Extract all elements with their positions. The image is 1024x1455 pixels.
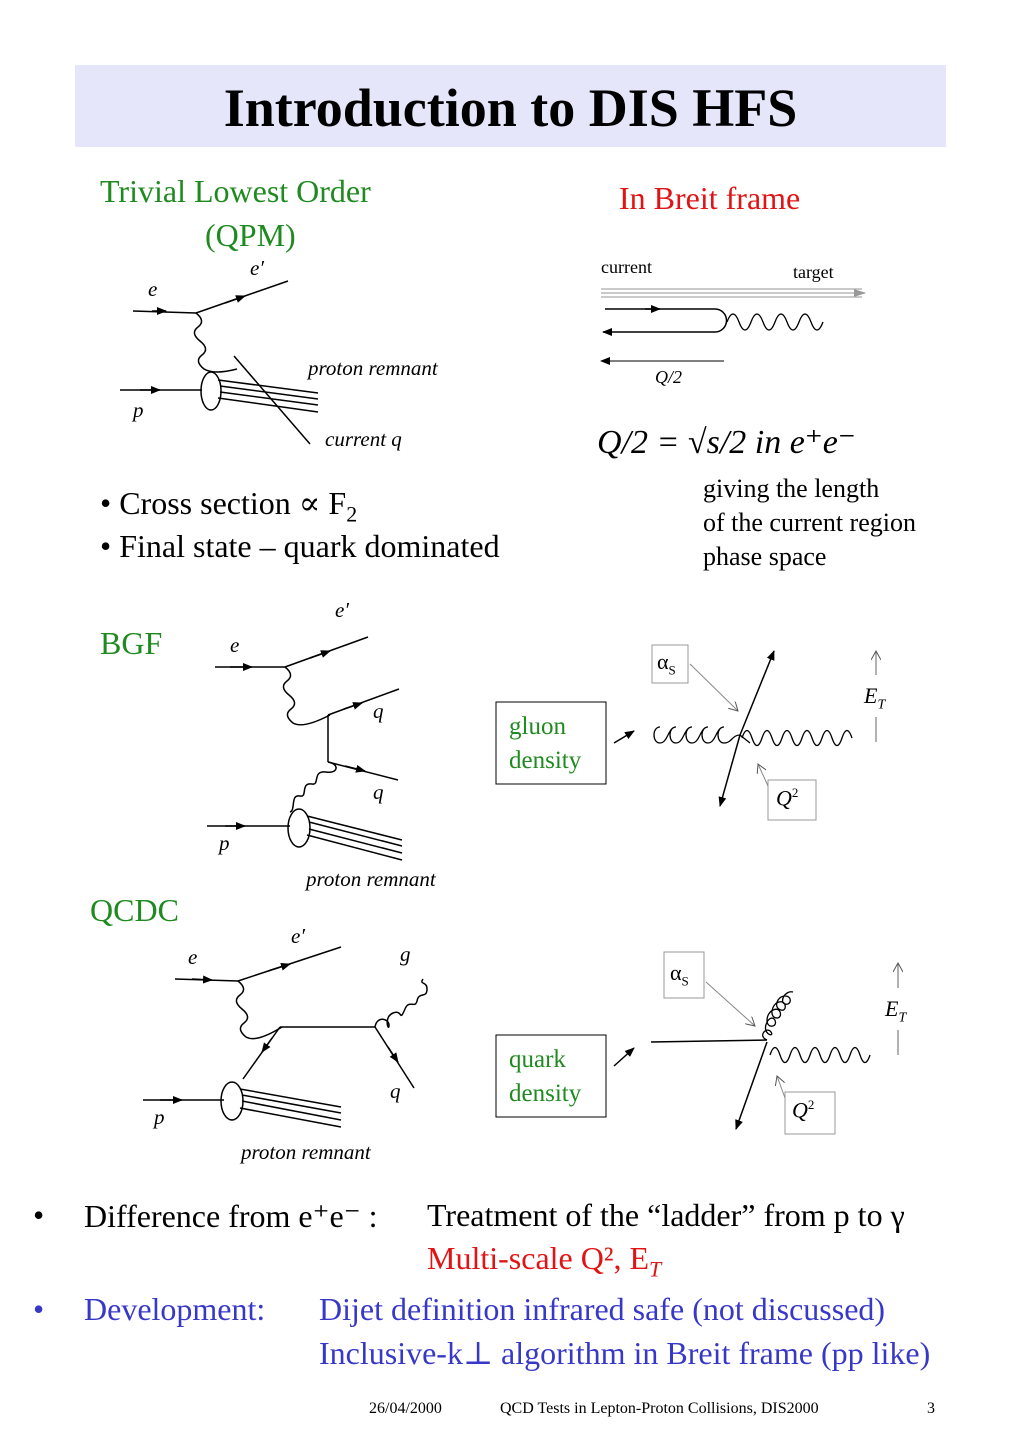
qcdc-heading: QCDC xyxy=(90,892,179,928)
bottom-row2-label: Development: xyxy=(84,1291,266,1327)
gluon-density-box xyxy=(495,701,607,785)
bgf-photon xyxy=(282,666,331,726)
qcdc-outgoing-photon xyxy=(769,1046,871,1064)
qcdc-alpha-s: αS xyxy=(670,960,689,989)
bottom-row1b-text: Multi-scale Q², E xyxy=(427,1240,649,1276)
bgf-et-sub: T xyxy=(877,697,886,713)
qcdc-et: ET xyxy=(885,996,906,1026)
breit-desc-line1: giving the length xyxy=(703,474,880,503)
qpm-label-e: e xyxy=(148,277,158,301)
breit-heading: In Breit frame xyxy=(619,180,801,216)
qcdc-alpha-symbol: α xyxy=(670,960,682,985)
breit-q-half-label: Q/2 xyxy=(655,367,682,387)
bottom-row2b-text: Inclusive-k⊥ algorithm in Breit frame (p… xyxy=(319,1335,931,1371)
bgf-alpha-symbol: α xyxy=(657,649,669,674)
bgf-label-q2: q xyxy=(373,780,384,804)
qpm-current-quark xyxy=(233,355,311,445)
bgf-label-q1: q xyxy=(373,699,384,723)
bgf-q2-symbol: Q xyxy=(776,785,792,811)
breit-current-label: current xyxy=(601,257,652,277)
qcdc-label-q: q xyxy=(390,1079,401,1103)
qcdc-et-symbol: E xyxy=(885,996,899,1021)
bgf-et-symbol: E xyxy=(864,683,878,708)
qpm-bullet-1-sub: 2 xyxy=(346,501,358,527)
qcdc-label-e-prime: e′ xyxy=(291,924,305,948)
bottom-bullet-1-marker: • xyxy=(33,1197,45,1233)
qpm-heading-line1: Trivial Lowest Order xyxy=(100,173,371,209)
breit-diagram xyxy=(600,288,866,365)
footer-page-number: 3 xyxy=(927,1400,935,1417)
bottom-row1b-sub: T xyxy=(648,1256,662,1282)
qcdc-label-g: g xyxy=(400,942,411,966)
bottom-row1-label: Difference from e⁺e⁻ : xyxy=(84,1198,378,1234)
quark-density-line2: density xyxy=(509,1080,582,1107)
qcdc-incoming-quark xyxy=(650,1039,768,1043)
bgf-q2: Q2 xyxy=(776,785,798,811)
qpm-label-e-prime: e′ xyxy=(250,256,264,280)
qpm-bullet-2-text: Final state – quark dominated xyxy=(119,528,500,564)
breit-desc-line2: of the current region xyxy=(703,508,916,537)
breit-photon xyxy=(726,313,824,331)
title-background xyxy=(75,65,946,147)
bgf-outgoing-photon xyxy=(741,729,853,747)
qpm-heading-line2: (QPM) xyxy=(205,217,296,253)
page-title: Introduction to DIS HFS xyxy=(223,78,798,138)
qcdc-q2-sup: 2 xyxy=(807,1097,815,1112)
gluon-density-line1: gluon xyxy=(509,713,566,740)
bgf-q2-sup: 2 xyxy=(791,785,799,800)
bgf-heading: BGF xyxy=(100,625,163,661)
bgf-vertex-diagram xyxy=(495,644,876,821)
qpm-label-current-q: current q xyxy=(325,427,402,451)
qcdc-label-p: p xyxy=(154,1105,165,1129)
qpm-photon xyxy=(193,312,238,373)
qpm-bullet-2: • Final state – quark dominated xyxy=(100,528,500,564)
quark-density-line1: quark xyxy=(509,1046,566,1073)
bgf-gluon xyxy=(289,761,337,813)
bgf-alpha-s: αS xyxy=(657,649,676,678)
qcdc-alpha-sub: S xyxy=(681,973,689,989)
qcdc-outgoing-gluon xyxy=(762,991,794,1041)
qcdc-gluon xyxy=(374,978,428,1028)
footer-conference: QCD Tests in Lepton-Proton Collisions, D… xyxy=(500,1400,819,1417)
qpm-label-proton-remnant: proton remnant xyxy=(308,356,438,380)
quark-density-box xyxy=(495,1034,607,1118)
bgf-label-p: p xyxy=(219,831,230,855)
qcdc-photon xyxy=(235,980,283,1040)
footer-date: 26/04/2000 xyxy=(369,1400,442,1417)
breit-formula: Q/2 = √s/2 in e⁺e⁻ xyxy=(597,424,856,461)
breit-desc-line3: phase space xyxy=(703,542,827,571)
bgf-label-e: e xyxy=(230,633,240,657)
qpm-label-p: p xyxy=(133,398,144,422)
qcdc-q2: Q2 xyxy=(792,1097,814,1123)
bgf-label-e-prime: e′ xyxy=(335,598,349,622)
bgf-incoming-gluon xyxy=(653,726,751,744)
bottom-bullet-2-marker: • xyxy=(33,1291,45,1327)
qpm-proton-blob xyxy=(200,371,222,411)
bgf-label-proton-remnant: proton remnant xyxy=(306,867,436,891)
qcdc-label-proton-remnant: proton remnant xyxy=(241,1140,371,1164)
bgf-diagram xyxy=(207,636,403,861)
qcdc-et-sub: T xyxy=(898,1010,907,1026)
qcdc-vertex-diagram xyxy=(495,951,898,1135)
qpm-bullet-1: • Cross section ∝ F2 xyxy=(100,485,358,527)
bgf-alpha-sub: S xyxy=(668,662,676,678)
gluon-density-line2: density xyxy=(509,747,582,774)
qcdc-q2-symbol: Q xyxy=(792,1097,808,1123)
qcdc-diagram xyxy=(143,946,428,1128)
bottom-row1-text: Treatment of the “ladder” from p to γ xyxy=(427,1197,905,1233)
bottom-row2-text: Dijet definition infrared safe (not disc… xyxy=(319,1291,886,1327)
qpm-bullet-1-text: Cross section ∝ F xyxy=(119,485,347,521)
qpm-diagram xyxy=(120,280,319,445)
bottom-row1b: Multi-scale Q², ET xyxy=(427,1240,661,1282)
qcdc-label-e: e xyxy=(188,945,198,969)
bgf-et: ET xyxy=(864,683,885,713)
breit-target-label: target xyxy=(793,262,834,282)
